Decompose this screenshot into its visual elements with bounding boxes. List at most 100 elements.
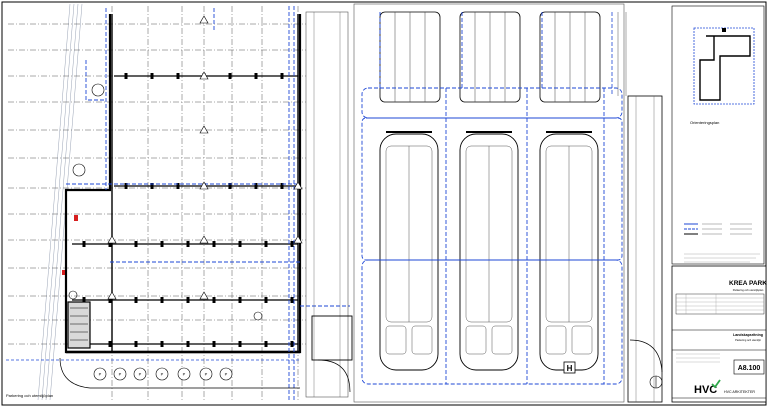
bottom-left-label: Parkering och utemiljöplan: [6, 393, 53, 398]
column: [186, 241, 190, 247]
parking-marker: [113, 367, 127, 381]
column: [238, 341, 242, 347]
column: [160, 341, 164, 347]
blue-service-lines: [66, 6, 350, 400]
column-marker: [199, 125, 209, 134]
column: [280, 183, 284, 189]
tree-symbol: [72, 163, 86, 177]
column: [82, 241, 86, 247]
column: [124, 73, 128, 79]
island-cell: [385, 325, 407, 355]
structural-grid-vertical: [111, 6, 299, 400]
tree-symbol: [68, 290, 78, 300]
column: [264, 297, 268, 303]
column: [212, 241, 216, 247]
tree-symbol: [253, 311, 263, 321]
island-cell: [491, 325, 513, 355]
island-cell: [411, 325, 433, 355]
column: [264, 341, 268, 347]
key-plan-caption: Orienteringsplan: [690, 120, 719, 125]
column-marker: [293, 235, 303, 244]
red-marker: [62, 270, 65, 275]
parking-island: [459, 133, 519, 371]
column: [150, 73, 154, 79]
key-plan: Orienteringsplan: [671, 5, 765, 265]
parking-marker: [219, 367, 233, 381]
column-marker: [199, 235, 209, 244]
column-marker: [107, 291, 117, 300]
bus-stop-label: H: [567, 364, 573, 373]
sheet-subtitle: Parkering och utemiljö: [735, 338, 761, 342]
parking-marker: [177, 367, 191, 381]
bus-stop-symbol: H: [563, 361, 576, 374]
column: [254, 73, 258, 79]
column-marker: [107, 235, 117, 244]
parking-marker: [155, 367, 169, 381]
column-marker: [293, 181, 303, 190]
title-block: KREA PARK Parkering och utemiljöplan Lan…: [649, 265, 767, 403]
column: [290, 297, 294, 303]
column: [254, 183, 258, 189]
parking-island: [379, 133, 439, 371]
column: [108, 297, 112, 303]
column: [290, 341, 294, 347]
parking-marker-label: P: [139, 372, 142, 377]
stair-core: [67, 301, 91, 349]
red-marker: [74, 215, 78, 221]
parking-marker: [93, 367, 107, 381]
column: [228, 73, 232, 79]
column: [186, 297, 190, 303]
road-area: [305, 3, 625, 403]
drawing-number: A8.100: [738, 365, 761, 372]
logo-mark: HVC: [694, 384, 717, 396]
column: [82, 297, 86, 303]
column: [108, 341, 112, 347]
building-outline: [64, 14, 302, 354]
company-name: HVC ARKITEKTER: [724, 390, 755, 394]
column: [176, 183, 180, 189]
parking-marker-label: P: [183, 372, 186, 377]
column: [264, 241, 268, 247]
column: [280, 73, 284, 79]
parking-marker: [133, 367, 147, 381]
parking-marker-label: P: [161, 372, 164, 377]
column-marker: [199, 71, 209, 80]
column: [290, 241, 294, 247]
parking-marker-label: P: [99, 372, 102, 377]
column: [160, 297, 164, 303]
legend: [684, 223, 760, 263]
parking-marker-label: P: [119, 372, 122, 377]
column-marker: [199, 181, 209, 190]
column: [212, 297, 216, 303]
column: [176, 73, 180, 79]
parking-marker-label: P: [205, 372, 208, 377]
parking-islands: [379, 131, 599, 371]
column: [134, 297, 138, 303]
company-logo: HVC HVC ARKITEKTER: [694, 379, 755, 396]
column-marker: [199, 291, 209, 300]
parking-marker-label: P: [225, 372, 228, 377]
parking-marker: [199, 367, 213, 381]
column: [238, 297, 242, 303]
column: [134, 341, 138, 347]
island-cell: [465, 325, 487, 355]
tree-symbol: [91, 83, 105, 97]
column: [186, 341, 190, 347]
site-curve: [59, 357, 300, 389]
project-title: KREA PARK: [729, 280, 767, 287]
island-cell: [545, 325, 567, 355]
column: [212, 341, 216, 347]
column: [150, 183, 154, 189]
column: [228, 183, 232, 189]
east-road: [611, 12, 663, 403]
column: [238, 241, 242, 247]
column: [160, 241, 164, 247]
parking-bays-top: [379, 11, 601, 103]
sheet-title: Landskapsritning: [733, 333, 763, 337]
column: [134, 241, 138, 247]
project-subtitle: Parkering och utemiljöplan: [733, 288, 764, 292]
